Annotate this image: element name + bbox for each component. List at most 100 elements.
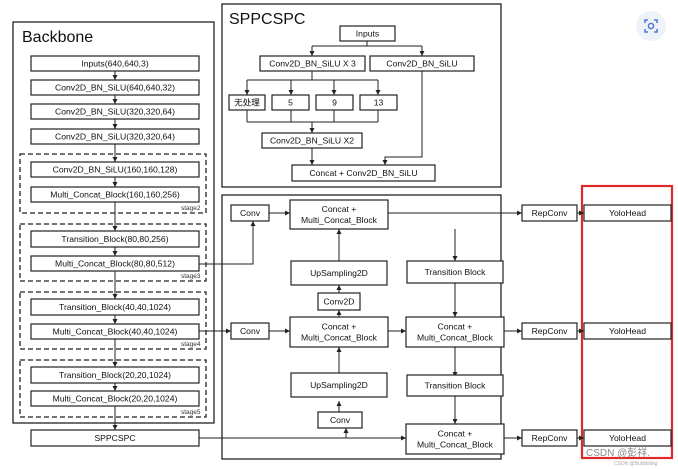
stage5-transition-node: Transition_Block(20,20,1024) [30,366,200,384]
sppcspc-conv-x2-label: Conv2D_BN_SiLU X2 [270,136,354,146]
backbone-conv2-label: Conv2D_BN_SiLU(320,320,64) [55,107,175,117]
stage2-mcb-node: Multi_Concat_Block(160,160,256) [30,186,200,203]
backbone-conv3-label: Conv2D_BN_SiLU(320,320,64) [55,132,175,142]
pool5-node: 5 [271,94,310,111]
yolohead-3-label: YoloHead [609,433,646,443]
stage3-group [19,223,207,282]
neck-conv-mid-node: Conv [230,322,270,340]
repconv-1-node: RepConv [521,204,578,222]
stage5-mcb-node: Multi_Concat_Block(20,20,1024) [30,390,200,407]
stage4-transition-label: Transition_Block(40,40,1024) [59,302,171,312]
sppcspc-conv-side-label: Conv2D_BN_SiLU [386,59,457,69]
concat-mcb-2-line2: Multi_Concat_Block [301,333,378,343]
stage3-label: stage3 [181,273,201,280]
backbone-panel [12,21,215,424]
concat-mcb-4-line1: Concat + [438,429,473,439]
repconv-2-label: RepConv [532,326,569,336]
sppcspc-bottom-label: SPPCSPC [94,433,135,443]
transition-block-right-2-node: Transition Block [406,374,504,397]
stage4-transition-node: Transition_Block(40,40,1024) [30,298,200,316]
conv2d-small-label: Conv2D [323,297,354,307]
stage5-mcb-label: Multi_Concat_Block(20,20,1024) [53,394,178,404]
concat-mcb-2-node: Concat + Multi_Concat_Block [289,316,389,348]
transition-block-right-1-node: Transition Block [406,260,504,284]
sppcspc-bottom-node: SPPCSPC [30,429,200,447]
sppcspc-connectors [244,41,425,165]
neck-conv-low-label: Conv [330,415,351,425]
stage3-mcb-label: Multi_Concat_Block(80,80,512) [55,259,175,269]
neck-conv-top-label: Conv [240,208,261,218]
backbone-title: Backbone [22,29,93,46]
stage3-mcb-node: Multi_Concat_Block(80,80,512) [30,255,200,272]
concat-mcb-1-line2: Multi_Concat_Block [301,215,378,225]
pool-none-node: 无处理 [228,94,266,111]
sppcspc-title: SPPCSPC [229,11,305,28]
stage5-label: stage5 [181,409,201,416]
transition-block-right-2-label: Transition Block [425,381,487,391]
upsampling-2-label: UpSampling2D [310,380,368,390]
conv2d-small-node: Conv2D [317,292,361,311]
backbone-conv3-node: Conv2D_BN_SiLU(320,320,64) [30,128,200,145]
sppcspc-panel [221,3,502,188]
backbone-inputs-label: Inputs(640,640,3) [81,59,149,69]
backbone-conv2-node: Conv2D_BN_SiLU(320,320,64) [30,103,200,120]
stage5-transition-label: Transition_Block(20,20,1024) [59,370,171,380]
concat-mcb-2-line1: Concat + [322,322,357,332]
concat-mcb-3-line2: Multi_Concat_Block [417,333,494,343]
sppcspc-concat-node: Concat + Conv2D_BN_SiLU [291,164,436,182]
concat-mcb-1-node: Concat + Multi_Concat_Block [289,199,389,230]
stage2-group [19,153,207,214]
stage2-conv-node: Conv2D_BN_SiLU(160,160,128) [30,161,200,178]
neck-conv-low-node: Conv [317,411,363,429]
stage5-group [19,359,207,418]
neck-conv-top-node: Conv [230,204,270,222]
watermark-main: CSDN @彭祥. [586,446,650,459]
backbone-conv1-node: Conv2D_BN_SiLU(640,640,32) [30,79,200,96]
sppcspc-conv-x3-label: Conv2D_BN_SiLU X 3 [269,59,356,69]
head-highlight-box [580,184,674,460]
stage4-label: stage4 [181,341,201,348]
pool-none-label: 无处理 [234,97,260,108]
repconv-3-node: RepConv [521,429,578,447]
upsampling-1-label: UpSampling2D [310,268,368,278]
yolohead-2-node: YoloHead [583,322,672,340]
concat-mcb-1-line1: Concat + [322,204,357,214]
stage2-conv-label: Conv2D_BN_SiLU(160,160,128) [53,165,178,175]
neck-connectors [199,210,584,441]
sppcspc-conv-x3-node: Conv2D_BN_SiLU X 3 [259,55,366,72]
pool5-label: 5 [288,98,293,108]
stage2-mcb-label: Multi_Concat_Block(160,160,256) [50,190,180,200]
neck-conv-mid-label: Conv [240,326,261,336]
repconv-2-node: RepConv [521,322,578,340]
backbone-conv1-label: Conv2D_BN_SiLU(640,640,32) [55,83,175,93]
scan-icon-button[interactable] [636,11,666,41]
sppcspc-concat-label: Concat + Conv2D_BN_SiLU [309,168,417,178]
sppcspc-conv-x2-node: Conv2D_BN_SiLU X2 [261,132,363,149]
sppcspc-inputs-node: Inputs [339,25,396,42]
transition-block-right-1-label: Transition Block [425,267,487,277]
scan-icon [644,19,658,33]
repconv-3-label: RepConv [532,433,569,443]
stage4-mcb-node: Multi_Concat_Block(40,40,1024) [30,323,200,340]
watermark-sub: CSDN @Bubbliiiing [614,461,658,467]
repconv-1-label: RepConv [532,208,569,218]
pool9-label: 9 [332,98,337,108]
concat-mcb-4-node: Concat + Multi_Concat_Block [405,423,505,455]
stage4-group [19,291,207,350]
stage4-mcb-label: Multi_Concat_Block(40,40,1024) [53,327,178,337]
yolohead-1-node: YoloHead [583,204,672,222]
upsampling-1-node: UpSampling2D [290,260,388,286]
pool13-label: 13 [374,98,384,108]
upsampling-2-node: UpSampling2D [290,372,388,398]
sppcspc-conv-side-node: Conv2D_BN_SiLU [369,55,475,72]
sppcspc-inputs-label: Inputs [356,29,379,39]
stage2-label: stage2 [181,205,201,212]
yolohead-2-label: YoloHead [609,326,646,336]
pool9-node: 9 [315,94,354,111]
yolohead-1-label: YoloHead [609,208,646,218]
concat-mcb-3-line1: Concat + [438,322,473,332]
backbone-inputs-node: Inputs(640,640,3) [30,55,200,72]
yolohead-3-node: YoloHead [583,429,672,447]
